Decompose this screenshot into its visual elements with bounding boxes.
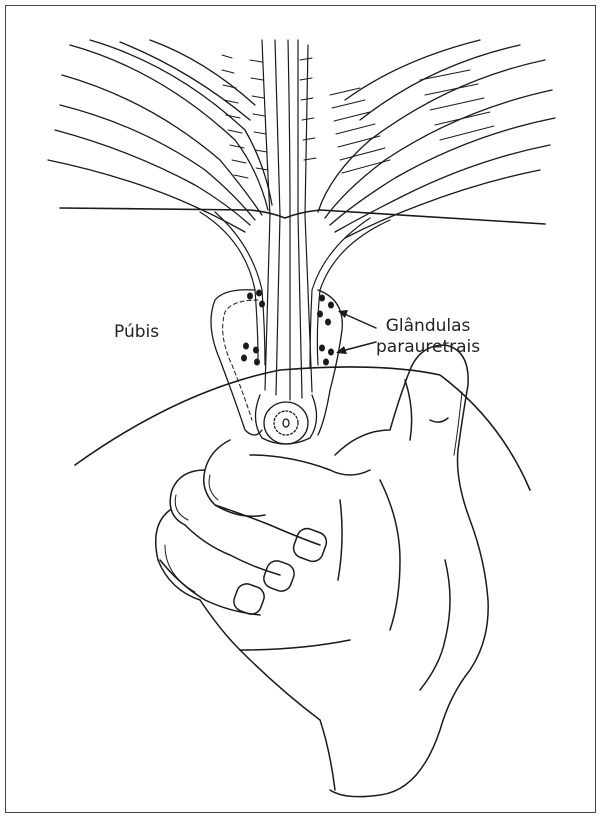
pubic-bone-outline-dashed — [223, 300, 258, 420]
glands-label-line2: parauretrais — [376, 337, 480, 358]
paraurethral-glands-label: Glândulas parauretrais — [376, 316, 480, 358]
muscle-fibers-left — [48, 40, 272, 232]
muscle-fibers-right — [318, 40, 555, 238]
urethra-fibers — [262, 40, 312, 400]
hand-outline — [156, 345, 488, 797]
pubis-label: Púbis — [114, 322, 159, 343]
gland-arrows — [338, 312, 376, 352]
funnel-fibers — [200, 212, 390, 368]
urethral-meatus — [255, 395, 316, 444]
paraurethral-glands — [241, 290, 334, 366]
horizontal-border-line — [60, 208, 545, 224]
glands-label-line1: Glândulas — [376, 316, 480, 337]
